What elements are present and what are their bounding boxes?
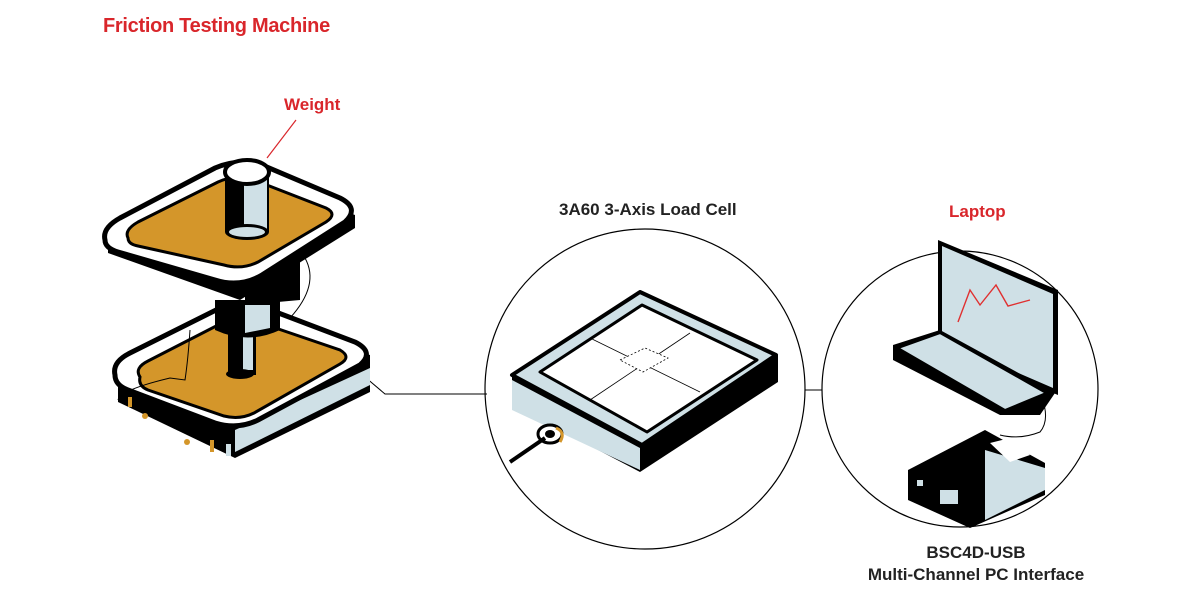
interface-label-line1: BSC4D-USB [926, 543, 1026, 562]
diagram-title: Friction Testing Machine [103, 15, 330, 37]
interface-label-line2: Multi-Channel PC Interface [867, 565, 1085, 584]
load-cell-illustration [484, 228, 806, 550]
load-cell-label: 3A60 3-Axis Load Cell [559, 200, 737, 219]
interface-label: BSC4D-USB Multi-Channel PC Interface [866, 542, 1086, 586]
usb-port-icon [940, 490, 958, 504]
weight-leader-line [266, 119, 297, 159]
laptop-interface-illustration [821, 240, 1099, 528]
weight-label: Weight [284, 95, 341, 114]
friction-machine-illustration [102, 158, 370, 458]
laptop-label: Laptop [949, 202, 1006, 221]
laptop-screen-chart-line [957, 283, 1031, 323]
